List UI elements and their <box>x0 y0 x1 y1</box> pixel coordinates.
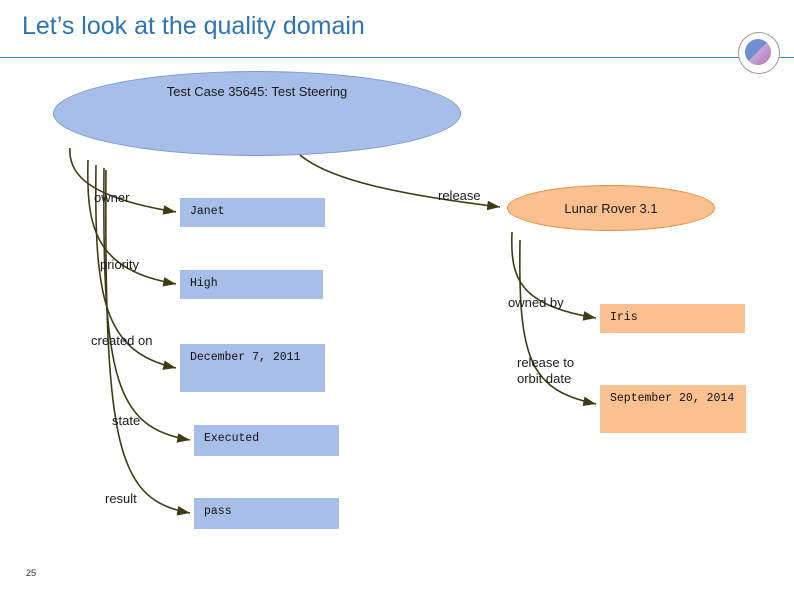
company-logo-icon <box>738 32 780 74</box>
state-value-box[interactable]: Executed <box>194 425 339 456</box>
priority-value-box[interactable]: High <box>180 270 323 299</box>
created-on-value-box[interactable]: December 7, 2011 <box>180 344 325 392</box>
edge-label-owned-by: owned by <box>508 295 564 310</box>
page-number: 25 <box>26 568 37 578</box>
header-divider <box>0 57 794 58</box>
page-title: Let’s look at the quality domain <box>22 12 365 40</box>
edge-label-result: result <box>105 491 137 506</box>
logo-swoosh <box>745 39 771 65</box>
edge-label-release-to-orbit-date: release to orbit date <box>517 355 575 387</box>
owned-by-value-box[interactable]: Iris <box>600 304 745 333</box>
test-case-node-label: Test Case 35645: Test Steering <box>166 84 348 99</box>
orbit-date-value-box[interactable]: September 20, 2014 <box>600 385 746 433</box>
result-value-box[interactable]: pass <box>194 498 339 529</box>
edge-label-priority: priority <box>100 257 140 272</box>
edge-label-state: state <box>112 413 141 428</box>
edge-label-owner: owner <box>94 190 130 205</box>
release-node[interactable]: Lunar Rover 3.1 <box>507 185 715 231</box>
test-case-node[interactable]: Test Case 35645: Test Steering <box>53 71 461 156</box>
release-node-label: Lunar Rover 3.1 <box>564 200 658 216</box>
edge-label-release: release <box>438 188 481 203</box>
owner-value-box[interactable]: Janet <box>180 198 325 227</box>
edge-label-created-on: created on <box>91 333 153 348</box>
